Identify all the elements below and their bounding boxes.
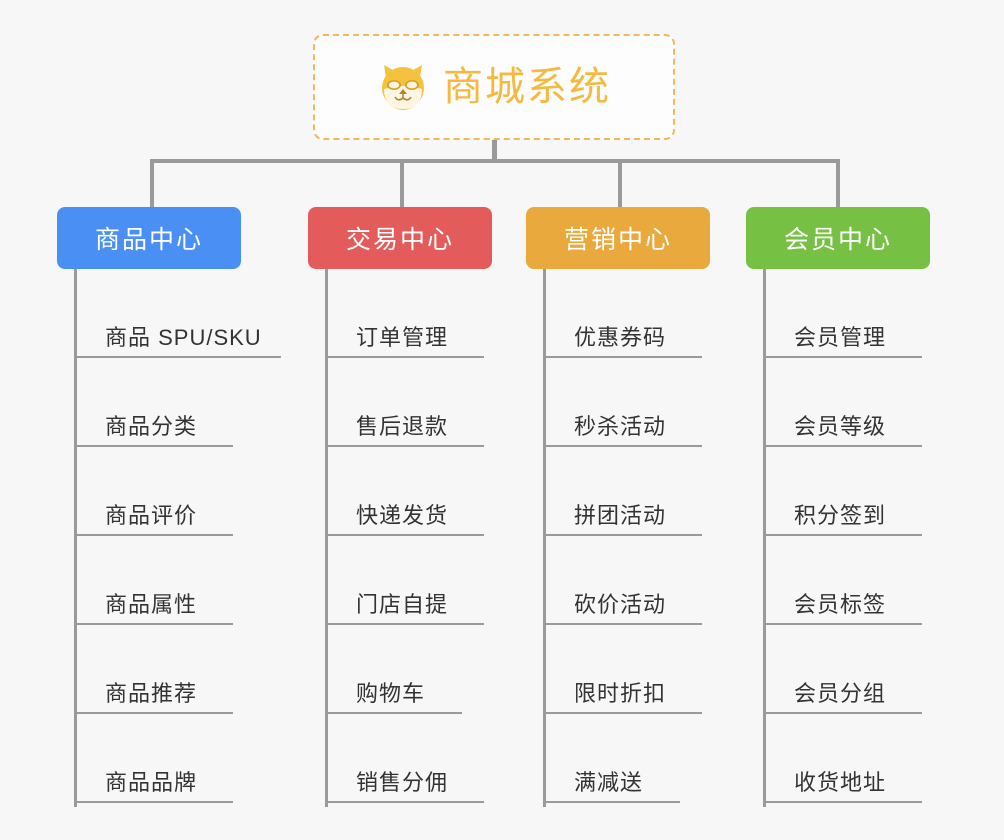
branch-leaf-list-1: 商品 SPU/SKU 商品分类 商品评价 商品属性 商品推荐 商品品牌 <box>74 269 284 803</box>
leaf-label: 会员管理 <box>794 324 887 350</box>
leaf-label: 优惠券码 <box>574 324 667 350</box>
leaf-item[interactable]: 订单管理 <box>325 269 535 358</box>
leaf-underline <box>543 623 702 625</box>
connector-drop-3 <box>618 159 622 207</box>
branch-header-4[interactable]: 会员中心 <box>746 207 930 269</box>
leaf-label: 限时折扣 <box>574 680 667 706</box>
leaf-item[interactable]: 会员分组 <box>763 625 973 714</box>
leaf-underline <box>325 534 484 536</box>
leaf-underline <box>325 623 484 625</box>
leaf-label: 商品评价 <box>105 502 198 528</box>
leaf-label: 秒杀活动 <box>574 413 667 439</box>
branch-leaf-list-2: 订单管理 售后退款 快递发货 门店自提 购物车 销售分佣 <box>325 269 535 803</box>
branch-spine-1 <box>74 269 77 807</box>
leaf-item[interactable]: 会员管理 <box>763 269 973 358</box>
leaf-underline <box>763 445 922 447</box>
leaf-label: 商品推荐 <box>105 680 198 706</box>
leaf-item[interactable]: 销售分佣 <box>325 714 535 803</box>
leaf-label: 满减送 <box>574 769 644 795</box>
leaf-underline <box>543 356 702 358</box>
leaf-underline <box>543 801 680 803</box>
leaf-item[interactable]: 积分签到 <box>763 447 973 536</box>
branch-spine-4 <box>763 269 766 807</box>
leaf-underline <box>74 712 233 714</box>
leaf-underline <box>763 534 922 536</box>
leaf-item[interactable]: 拼团活动 <box>543 447 753 536</box>
leaf-item[interactable]: 门店自提 <box>325 536 535 625</box>
leaf-item[interactable]: 购物车 <box>325 625 535 714</box>
leaf-label: 会员等级 <box>794 413 887 439</box>
leaf-label: 购物车 <box>356 680 426 706</box>
leaf-item[interactable]: 商品评价 <box>74 447 284 536</box>
leaf-underline <box>74 445 233 447</box>
branch-spine-2 <box>325 269 328 807</box>
leaf-underline <box>763 623 922 625</box>
leaf-label: 订单管理 <box>356 324 449 350</box>
leaf-underline <box>325 801 484 803</box>
branch-header-label: 商品中心 <box>94 226 203 254</box>
leaf-label: 商品品牌 <box>105 769 198 795</box>
leaf-underline <box>763 712 922 714</box>
branch-spine-3 <box>543 269 546 807</box>
leaf-item[interactable]: 会员标签 <box>763 536 973 625</box>
connector-drop-1 <box>150 159 154 207</box>
leaf-underline <box>74 801 233 803</box>
leaf-item[interactable]: 优惠券码 <box>543 269 753 358</box>
connector-drop-4 <box>836 159 840 207</box>
root-node[interactable]: 商城系统 <box>313 34 675 140</box>
root-title: 商城系统 <box>443 65 611 109</box>
dog-face-icon <box>377 61 429 113</box>
leaf-label: 商品分类 <box>105 413 198 439</box>
leaf-underline <box>325 712 462 714</box>
branch-header-1[interactable]: 商品中心 <box>57 207 241 269</box>
leaf-label: 会员标签 <box>794 591 887 617</box>
branch-header-label: 会员中心 <box>783 226 892 254</box>
leaf-label: 快递发货 <box>356 502 449 528</box>
leaf-underline <box>763 801 922 803</box>
branch-header-label: 交易中心 <box>345 226 454 254</box>
branch-header-3[interactable]: 营销中心 <box>526 207 710 269</box>
leaf-label: 销售分佣 <box>356 769 449 795</box>
leaf-underline <box>325 445 484 447</box>
leaf-underline <box>74 534 233 536</box>
leaf-item[interactable]: 秒杀活动 <box>543 358 753 447</box>
leaf-label: 积分签到 <box>794 502 887 528</box>
leaf-label: 拼团活动 <box>574 502 667 528</box>
leaf-label: 收货地址 <box>794 769 887 795</box>
leaf-item[interactable]: 砍价活动 <box>543 536 753 625</box>
connector-horizontal-bus <box>150 159 840 163</box>
leaf-item[interactable]: 商品品牌 <box>74 714 284 803</box>
branch-header-2[interactable]: 交易中心 <box>308 207 492 269</box>
leaf-item[interactable]: 收货地址 <box>763 714 973 803</box>
leaf-underline <box>763 356 922 358</box>
leaf-item[interactable]: 商品 SPU/SKU <box>74 269 284 358</box>
connector-root-stem <box>492 140 497 163</box>
leaf-underline <box>543 445 702 447</box>
leaf-label: 砍价活动 <box>574 591 667 617</box>
connector-drop-2 <box>400 159 404 207</box>
leaf-label: 会员分组 <box>794 680 887 706</box>
leaf-label: 商品属性 <box>105 591 198 617</box>
leaf-underline <box>74 623 233 625</box>
leaf-item[interactable]: 限时折扣 <box>543 625 753 714</box>
leaf-item[interactable]: 售后退款 <box>325 358 535 447</box>
leaf-item[interactable]: 商品推荐 <box>74 625 284 714</box>
leaf-item[interactable]: 会员等级 <box>763 358 973 447</box>
branch-header-label: 营销中心 <box>563 226 672 254</box>
branch-leaf-list-3: 优惠券码 秒杀活动 拼团活动 砍价活动 限时折扣 满减送 <box>543 269 753 803</box>
leaf-item[interactable]: 满减送 <box>543 714 753 803</box>
leaf-underline <box>543 534 702 536</box>
leaf-item[interactable]: 商品属性 <box>74 536 284 625</box>
leaf-label: 门店自提 <box>356 591 449 617</box>
leaf-item[interactable]: 商品分类 <box>74 358 284 447</box>
leaf-item[interactable]: 快递发货 <box>325 447 535 536</box>
leaf-label: 售后退款 <box>356 413 449 439</box>
leaf-underline <box>543 712 702 714</box>
leaf-label: 商品 SPU/SKU <box>105 324 262 350</box>
branch-leaf-list-4: 会员管理 会员等级 积分签到 会员标签 会员分组 收货地址 <box>763 269 973 803</box>
leaf-underline <box>325 356 484 358</box>
leaf-underline <box>74 356 281 358</box>
